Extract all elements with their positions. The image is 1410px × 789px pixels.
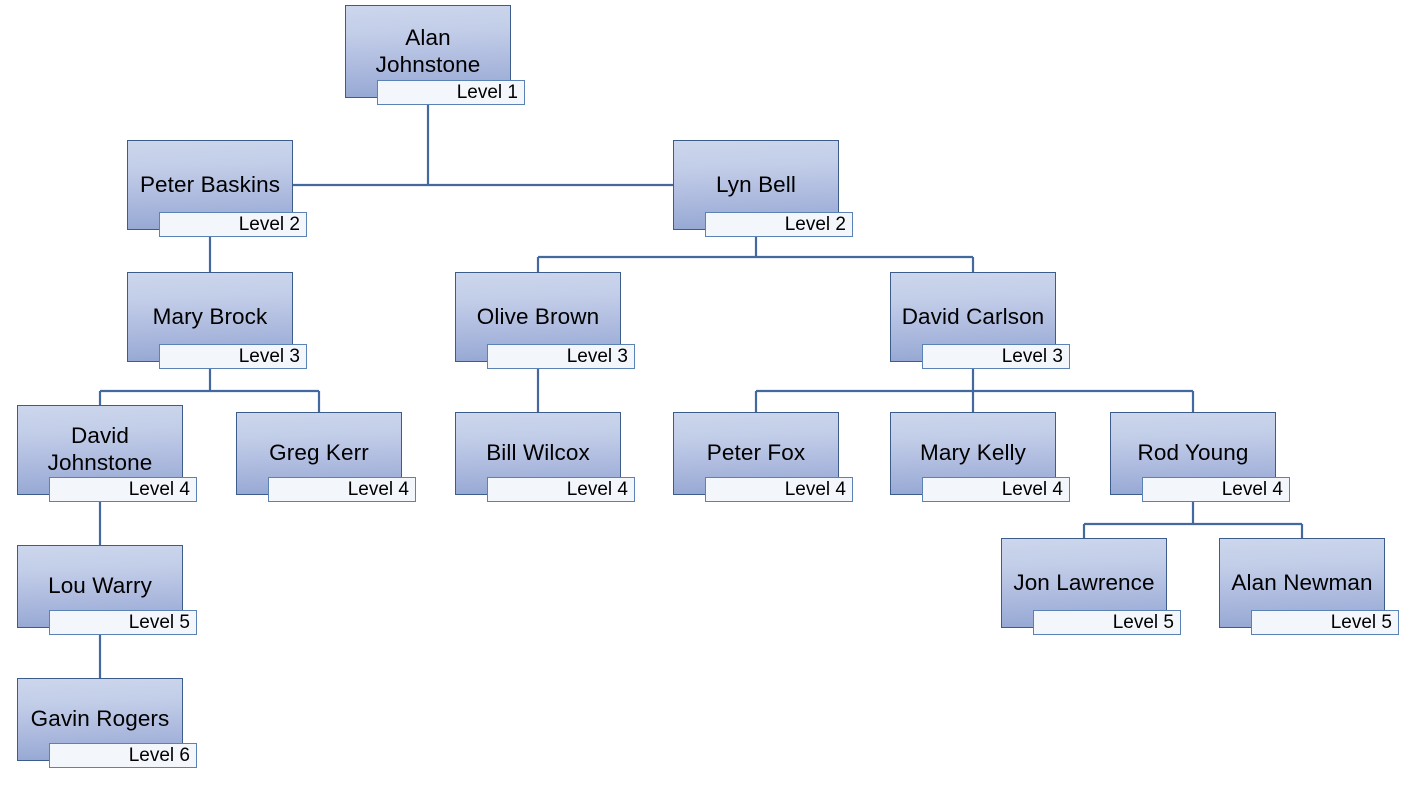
node-name-peter-fox: Peter Fox	[706, 440, 806, 466]
level-tag-lou-warry: Level 5	[49, 610, 197, 635]
node-name-gavin-rogers: Gavin Rogers	[30, 706, 170, 732]
level-tag-mary-kelly: Level 4	[922, 477, 1070, 502]
level-tag-peter-fox: Level 4	[705, 477, 853, 502]
node-name-lou-warry: Lou Warry	[48, 573, 152, 599]
node-name-mary-brock: Mary Brock	[152, 303, 268, 329]
level-tag-david-johnstone: Level 4	[49, 477, 197, 502]
level-tag-alan-newman: Level 5	[1251, 610, 1399, 635]
level-tag-peter-baskins: Level 2	[159, 212, 307, 237]
level-tag-bill-wilcox: Level 4	[487, 477, 635, 502]
level-tag-greg-kerr: Level 4	[268, 477, 416, 502]
level-tag-rod-young: Level 4	[1142, 477, 1290, 502]
node-name-david-johnstone: David Johnstone	[47, 423, 153, 475]
node-name-david-carlson: David Carlson	[901, 303, 1045, 329]
level-tag-jon-lawrence: Level 5	[1033, 610, 1181, 635]
node-name-mary-kelly: Mary Kelly	[919, 440, 1027, 466]
level-tag-olive-brown: Level 3	[487, 344, 635, 369]
level-tag-alan-johnstone: Level 1	[377, 80, 525, 105]
level-tag-mary-brock: Level 3	[159, 344, 307, 369]
level-tag-gavin-rogers: Level 6	[49, 743, 197, 768]
level-tag-lyn-bell: Level 2	[705, 212, 853, 237]
node-name-alan-newman: Alan Newman	[1231, 569, 1373, 595]
node-name-rod-young: Rod Young	[1137, 440, 1249, 466]
node-name-bill-wilcox: Bill Wilcox	[486, 440, 590, 466]
level-tag-david-carlson: Level 3	[922, 344, 1070, 369]
node-name-peter-baskins: Peter Baskins	[139, 171, 281, 197]
node-name-alan-johnstone: Alan Johnstone	[375, 24, 481, 77]
node-name-lyn-bell: Lyn Bell	[715, 171, 796, 197]
node-name-olive-brown: Olive Brown	[476, 303, 600, 329]
node-name-greg-kerr: Greg Kerr	[269, 440, 369, 466]
node-name-jon-lawrence: Jon Lawrence	[1013, 569, 1155, 595]
